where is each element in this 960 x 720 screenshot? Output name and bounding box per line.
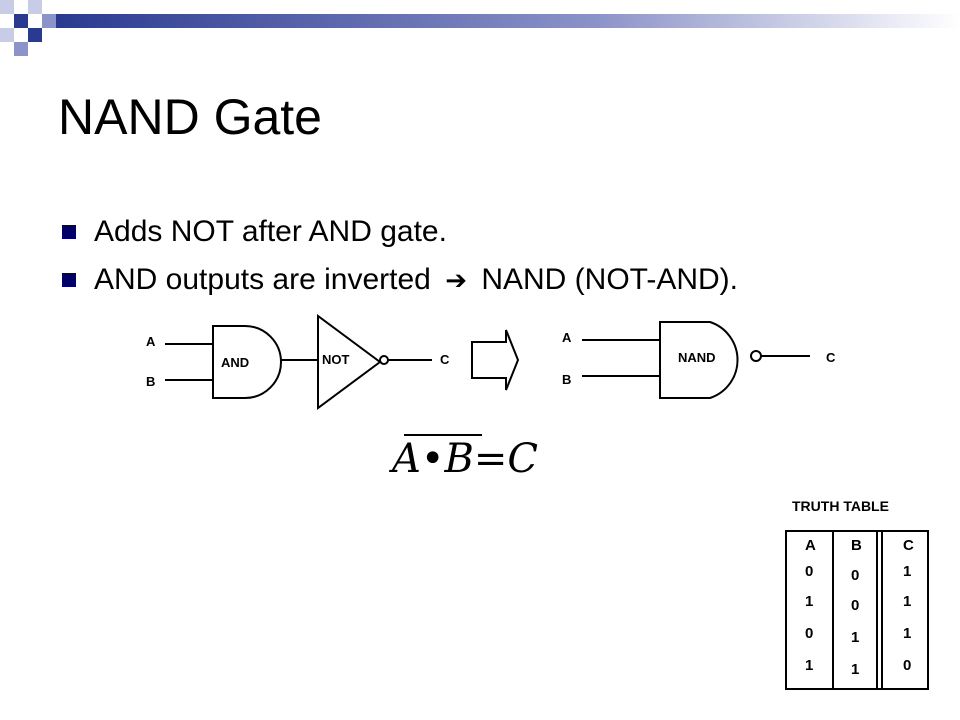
truth-table-cell: 1	[903, 625, 911, 642]
not-bubble	[379, 355, 389, 365]
bullet-item: Adds NOT after AND gate.	[62, 208, 738, 256]
truth-table-cell: 0	[805, 625, 813, 642]
bullet-text: Adds NOT after AND gate.	[94, 215, 447, 248]
big-arrow-icon	[471, 329, 520, 391]
truth-table-header: A	[805, 537, 816, 554]
truth-table: A B C 0 0 1 1 0 1 0 1 1 1 1 0	[785, 530, 929, 690]
label-a-right: A	[562, 330, 572, 345]
truth-table-cell: 0	[805, 563, 813, 580]
bullet-square-icon	[62, 225, 76, 239]
gate-diagram: A B AND NOT C A B NAND C	[146, 314, 836, 410]
bullet-text: AND outputs are inverted	[94, 263, 431, 296]
truth-table-title: TRUTH TABLE	[792, 498, 889, 514]
label-nand: NAND	[678, 350, 716, 365]
label-and: AND	[221, 355, 249, 370]
not-gate-shape	[317, 314, 382, 410]
bullet-list: Adds NOT after AND gate. AND outputs are…	[62, 208, 738, 304]
truth-table-cell: 1	[903, 593, 911, 610]
and-gate-shape	[212, 325, 282, 399]
formula-text: A•B=C	[392, 436, 538, 482]
nand-bubble	[750, 350, 762, 362]
bullet-text-after: NAND (NOT-AND).	[481, 263, 738, 296]
nand-formula: A•B=C	[392, 428, 582, 500]
truth-table-cell: 0	[903, 657, 911, 674]
header-decoration	[0, 0, 960, 56]
truth-table-cell: 1	[903, 563, 911, 580]
truth-table-cell: 1	[805, 593, 813, 610]
formula-overline	[404, 434, 482, 436]
label-not: NOT	[322, 352, 350, 367]
label-c-right: C	[826, 350, 836, 365]
truth-table-cell: 0	[851, 567, 859, 584]
truth-table-cell: 1	[805, 657, 813, 674]
right-arrow-icon: ➔	[445, 265, 467, 295]
label-a-left: A	[146, 334, 156, 349]
truth-table-header: B	[851, 537, 862, 554]
truth-table-cell: 1	[851, 629, 859, 646]
bullet-square-icon	[62, 273, 76, 287]
truth-table-header: C	[903, 537, 914, 554]
label-b-right: B	[562, 372, 571, 387]
label-c-left: C	[440, 352, 450, 367]
nand-gate-shape	[659, 321, 739, 399]
slide-title: NAND Gate	[58, 89, 322, 145]
truth-table-cell: 0	[851, 597, 859, 614]
bullet-item: AND outputs are inverted ➔ NAND (NOT-AND…	[62, 256, 738, 304]
label-b-left: B	[146, 374, 155, 389]
truth-table-cell: 1	[851, 661, 859, 678]
